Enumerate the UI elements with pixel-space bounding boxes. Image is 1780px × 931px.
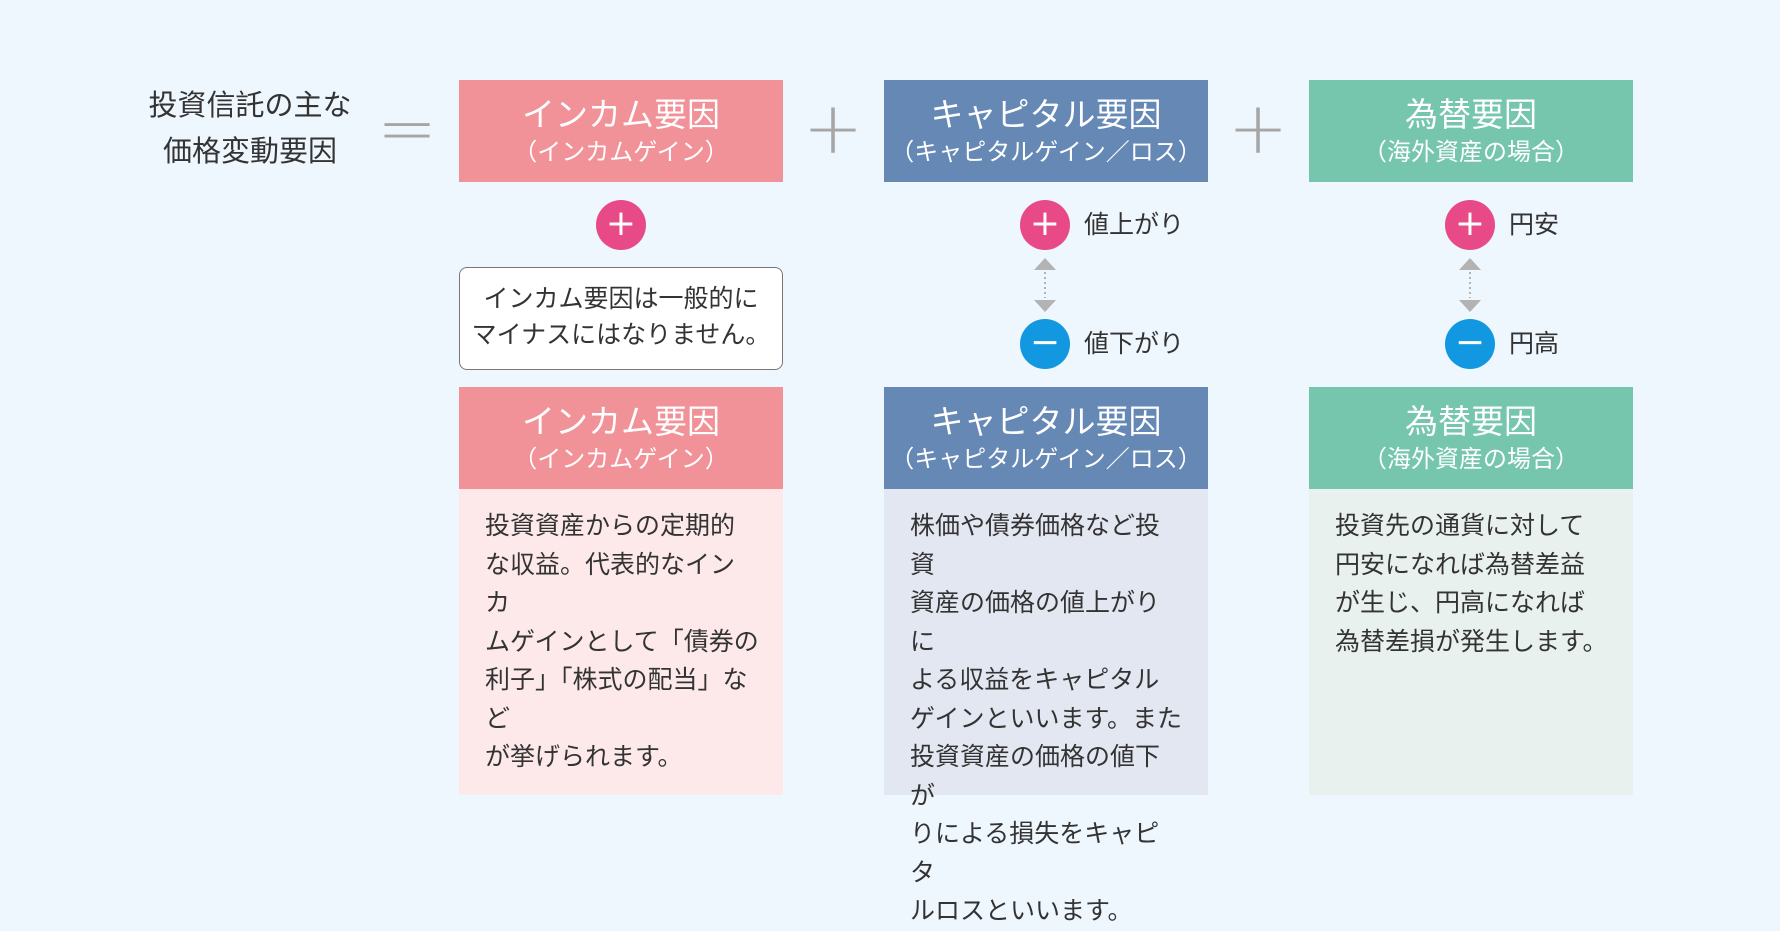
fx-desc-line: 円安になれば為替差益 <box>1335 549 1586 579</box>
income-note-line1: インカム要因は一般的に <box>483 284 759 313</box>
capital-header-top: キャピタル要因 （キャピタルゲイン／ロス） <box>884 80 1208 182</box>
plus-icon: + <box>596 200 646 250</box>
capital-header-bottom: キャピタル要因 （キャピタルゲイン／ロス） <box>884 387 1208 489</box>
income-note: インカム要因は一般的に マイナスにはなりません。 <box>459 267 783 370</box>
capital-desc-line: ルロスといいます。 <box>910 896 1133 925</box>
main-label: 投資信託の主な 価格変動要因 <box>120 82 380 174</box>
income-desc-line: ムゲインとして「債券の <box>485 626 759 656</box>
capital-minus-label: 値下がり <box>1084 329 1185 358</box>
capital-description: 株価や債券価格など投資 資産の価格の値上がりに よる収益をキャピタル ゲインとい… <box>884 489 1208 925</box>
main-label-line1: 投資信託の主な <box>148 88 352 122</box>
minus-icon: − <box>1020 319 1070 369</box>
income-title: インカム要因 <box>522 95 720 134</box>
capital-desc-line: よる収益をキャピタル <box>910 665 1160 694</box>
plus-sign-2: + <box>1227 86 1289 170</box>
fx-title: 為替要因 <box>1405 95 1537 134</box>
double-arrow-icon <box>1459 258 1481 312</box>
fx-desc-line: 為替差損が発生します。 <box>1335 626 1608 656</box>
fx-plus-label: 円安 <box>1509 210 1560 239</box>
capital-desc-line: 投資資産の価格の値下が <box>910 742 1161 810</box>
fx-minus-label: 円高 <box>1509 329 1560 358</box>
income-subtitle: （インカムゲイン） <box>513 445 729 473</box>
fx-description: 投資先の通貨に対して 円安になれば為替差益 が生じ、円高になれば 為替差損が発生… <box>1309 489 1633 795</box>
income-subtitle: （インカムゲイン） <box>513 138 729 166</box>
fx-header-bottom: 為替要因 （海外資産の場合） <box>1309 387 1633 489</box>
income-desc-line: 利子」「株式の配当」など <box>485 665 748 733</box>
income-desc-line: が挙げられます。 <box>485 742 683 771</box>
capital-subtitle: （キャピタルゲイン／ロス） <box>890 138 1202 166</box>
capital-desc-line: りによる損失をキャピタ <box>910 819 1160 887</box>
plus-icon: + <box>1445 200 1495 250</box>
income-note-line2: マイナスにはなりません。 <box>471 320 771 349</box>
capital-plus-label: 値上がり <box>1084 210 1185 239</box>
fx-header-top: 為替要因 （海外資産の場合） <box>1309 80 1633 182</box>
fx-title: 為替要因 <box>1405 402 1537 441</box>
income-header-bottom: インカム要因 （インカムゲイン） <box>459 387 783 489</box>
double-arrow-icon <box>1034 258 1056 312</box>
capital-title: キャピタル要因 <box>930 95 1162 134</box>
income-title: インカム要因 <box>522 402 720 441</box>
income-desc-line: 投資資産からの定期的 <box>485 511 736 540</box>
capital-desc-line: 株価や債券価格など投資 <box>910 511 1161 579</box>
fx-subtitle: （海外資産の場合） <box>1363 138 1579 166</box>
equals-sign: = <box>376 86 438 170</box>
fx-desc-line: が生じ、円高になれば <box>1335 588 1586 617</box>
capital-desc-line: 資産の価格の値上がりに <box>910 588 1161 656</box>
capital-subtitle: （キャピタルゲイン／ロス） <box>890 445 1202 473</box>
main-label-line2: 価格変動要因 <box>162 134 337 168</box>
income-desc-line: な収益。代表的なインカ <box>485 549 736 618</box>
capital-desc-line: ゲインといいます。また <box>910 703 1183 733</box>
income-header-top: インカム要因 （インカムゲイン） <box>459 80 783 182</box>
fx-desc-line: 投資先の通貨に対して <box>1335 511 1585 540</box>
plus-sign-1: + <box>802 86 864 170</box>
plus-icon: + <box>1020 200 1070 250</box>
fx-subtitle: （海外資産の場合） <box>1363 445 1579 473</box>
minus-icon: − <box>1445 319 1495 369</box>
capital-title: キャピタル要因 <box>930 402 1162 441</box>
income-description: 投資資産からの定期的 な収益。代表的なインカ ムゲインとして「債券の 利子」「株… <box>459 489 783 795</box>
